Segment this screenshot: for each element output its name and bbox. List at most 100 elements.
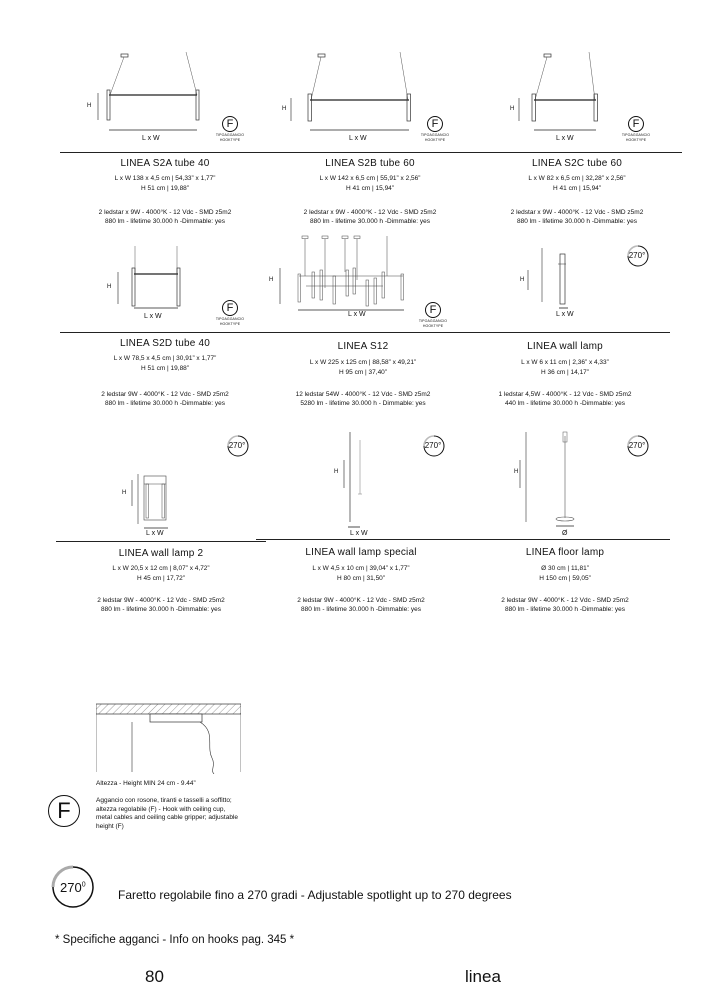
product-dimensions: L x W 138 x 4,5 cm | 54,33” x 1,77” H 51… [60, 174, 270, 194]
divider [258, 332, 468, 333]
length-width-label: L x W [556, 135, 574, 142]
hook-type-text-en: HOOKTYPE [219, 138, 241, 142]
divider [56, 541, 266, 542]
dimensions-h: H 150 cm | 59,05” [539, 575, 591, 582]
product-dimensions: L x W 225 x 125 cm | 88,58” x 49,21” H 9… [258, 358, 468, 378]
height-label: H [334, 469, 339, 475]
divider [265, 152, 475, 153]
specs-line-2: 880 lm - lifetime 30.000 h -Dimmable: ye… [105, 399, 225, 407]
rotation-label: 270° [424, 441, 442, 450]
height-label: H [87, 103, 92, 109]
product-linea-wall-lamp-special: H L x W 270° LINEA wall lamp special L x… [256, 430, 466, 613]
rotation-label: 270° [628, 251, 646, 260]
dimensions-h: H 36 cm | 14,17” [541, 369, 589, 376]
product-linea-wall-lamp-2: H L x W 270° LINEA wall lamp 2 L x W 20,… [56, 430, 266, 613]
height-label: H [122, 490, 127, 496]
dimensions-lw: Ø 30 cm | 11,81” [541, 565, 589, 572]
suspension-lamp-drawing [279, 235, 404, 311]
product-specs: 12 ledstar 54W - 4000°K - 12 Vdc - SMD z… [258, 391, 468, 408]
product-diagram: H L x W 270° [56, 430, 266, 537]
hook-type-text-en: HOOKTYPE [219, 322, 241, 326]
hook-f-icon: F [427, 116, 443, 132]
rotation-legend-caption: Faretto regolabile fino a 270 gradi - Ad… [118, 888, 512, 902]
wall-lamp-drawing [527, 248, 568, 309]
product-dimensions: L x W 82 x 6,5 cm | 32,28” x 2,56” H 41 … [472, 174, 682, 194]
suspension-lamp-drawing [97, 51, 200, 131]
hook-type-text-en: HOOKTYPE [625, 138, 647, 142]
specs-line-1: 2 ledstar 9W - 4000°K - 12 Vdc - SMD z5m… [97, 597, 225, 604]
dimensions-h: H 95 cm | 37,40” [339, 369, 387, 376]
suspension-lamp-drawing [518, 51, 598, 131]
length-width-label: L x W [142, 135, 160, 142]
hook-f-icon: F [628, 116, 644, 132]
hook-type-text-it: TIPOAGGANCIO [420, 133, 450, 137]
hook-type-text-it: TIPOAGGANCIO [418, 319, 448, 323]
length-width-label: L x W [350, 530, 368, 537]
hook-type-text-en: HOOKTYPE [424, 138, 446, 142]
rotation-degree: 0 [81, 881, 86, 889]
hook-description: Aggancio con rosone, tiranti e tasselli … [96, 797, 239, 830]
product-linea-floor-lamp: H Ø 270° LINEA floor lamp Ø 30 cm | 11,8… [460, 430, 670, 613]
divider [60, 152, 270, 153]
dimensions-lw: L x W 82 x 6,5 cm | 32,28” x 2,56” [528, 175, 626, 182]
dimensions-lw: L x W 142 x 6,5 cm | 55,91” x 2,56” [319, 175, 421, 182]
product-linea-s2c: H L x W F TIPOAGGANCIO HOOKTYPE LINEA S2… [472, 48, 682, 225]
height-label: H [520, 277, 525, 283]
product-dimensions: Ø 30 cm | 11,81” H 150 cm | 59,05” [460, 564, 670, 584]
dimensions-lw: L x W 20,5 x 12 cm | 8,07” x 4,72” [112, 565, 210, 572]
specs-line-1: 2 ledstar 9W - 4000°K - 12 Vdc - SMD z5m… [101, 391, 229, 398]
height-label: H [269, 277, 274, 283]
product-name: LINEA S2A tube 40 [120, 158, 210, 169]
hook-f-icon: F [48, 795, 80, 827]
hook-f-icon: F [425, 302, 441, 318]
product-name: LINEA S2C tube 60 [531, 158, 623, 169]
product-diagram: H L x W 270° [460, 228, 670, 328]
hooks-info-note: * Specifiche agganci - Info on hooks pag… [55, 934, 295, 946]
height-min-label: Altezza - Height MIN 24 cm - 9.44” [96, 780, 196, 787]
dimensions-lw: L x W 225 x 125 cm | 88,58” x 49,21” [309, 359, 417, 366]
hook-type-badge: F TIPOAGGANCIO HOOKTYPE [621, 116, 651, 143]
product-dimensions: L x W 4,5 x 10 cm | 39,04” x 1,77” H 80 … [256, 564, 466, 584]
specs-line-2: 880 lm - lifetime 30.000 h -Dimmable: ye… [101, 605, 221, 613]
wall-lamp-drawing [131, 474, 168, 529]
height-label: H [107, 284, 112, 290]
dimensions-lw: L x W 138 x 4,5 cm | 54,33” x 1,77” [114, 175, 216, 182]
divider [60, 332, 270, 333]
specs-line-1: 2 ledstar x 9W - 4000°K - 12 Vdc - SMD z… [510, 209, 644, 216]
rotation-legend-value: 2700 [60, 880, 86, 895]
rotation-arc-icon [627, 435, 649, 457]
product-diagram: H L x W F TIPOAGGANCIO HOOKTYPE [258, 228, 468, 328]
height-label: H [510, 106, 515, 112]
product-specs: 2 ledstar 9W - 4000°K - 12 Vdc - SMD z5m… [256, 597, 466, 614]
rotation-arc-icon [423, 435, 445, 457]
product-name: LINEA S12 [337, 341, 389, 352]
hook-type-badge: F TIPOAGGANCIO HOOKTYPE [420, 116, 450, 143]
rotation-arc-icon [51, 865, 94, 908]
product-dimensions: L x W 20,5 x 12 cm | 8,07” x 4,72” H 45 … [56, 564, 266, 584]
product-name: LINEA floor lamp [525, 547, 605, 558]
specs-line-2: 880 lm - lifetime 30.000 h -Dimmable: ye… [517, 217, 637, 225]
product-dimensions: L x W 142 x 6,5 cm | 55,91” x 2,56” H 41… [265, 174, 475, 194]
product-specs: 1 ledstar 4,5W - 4000°K - 12 Vdc - SMD z… [460, 391, 670, 408]
product-diagram: H L x W F TIPOAGGANCIO HOOKTYPE [60, 48, 270, 148]
product-linea-s2d: H L x W F TIPOAGGANCIO HOOKTYPE LINEA S2… [60, 228, 270, 407]
dimensions-h: H 51 cm | 19,88” [141, 365, 189, 372]
dimensions-lw: L x W 6 x 11 cm | 2,36” x 4,33” [521, 359, 609, 366]
length-width-label: L x W [144, 313, 162, 320]
product-diagram: H L x W 270° [256, 430, 466, 537]
product-linea-s12: H L x W F TIPOAGGANCIO HOOKTYPE LINEA S1… [258, 228, 468, 407]
floor-lamp-drawing [519, 431, 575, 527]
rotation-270-badge: 270° [626, 244, 650, 268]
rotation-value: 270 [60, 880, 82, 895]
product-specs: 2 ledstar x 9W - 4000°K - 12 Vdc - SMD z… [265, 209, 475, 226]
specs-line-1: 2 ledstar 9W - 4000°K - 12 Vdc - SMD z5m… [297, 597, 425, 604]
diameter-label: Ø [562, 530, 568, 537]
product-specs: 2 ledstar 9W - 4000°K - 12 Vdc - SMD z5m… [56, 597, 266, 614]
product-name: LINEA S2D tube 40 [119, 338, 211, 349]
dimensions-h: H 80 cm | 31,50” [337, 575, 385, 582]
rotation-270-badge: 270° [422, 434, 446, 458]
product-name: LINEA wall lamp special [305, 547, 417, 558]
length-width-label: L x W [348, 311, 366, 318]
specs-line-1: 12 ledstar 54W - 4000°K - 12 Vdc - SMD z… [295, 391, 431, 398]
length-width-label: L x W [349, 135, 367, 142]
